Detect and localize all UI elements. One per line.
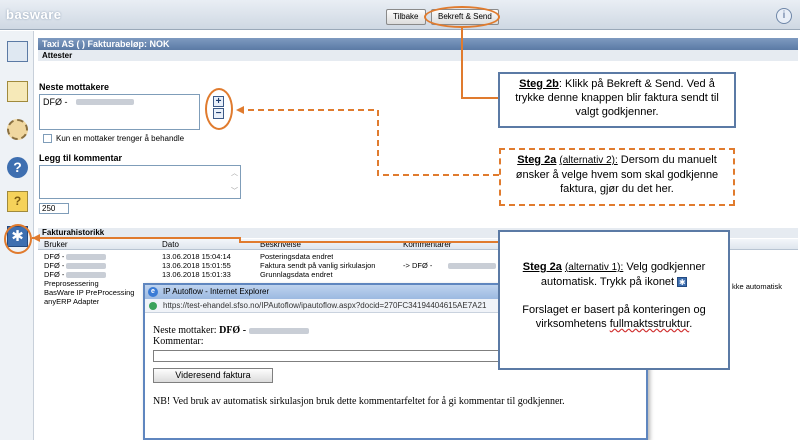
document-list-icon[interactable]	[7, 41, 28, 62]
row-date: 13.06.2018 15:04:14	[162, 252, 231, 261]
row-date: 13.06.2018 15:01:33	[162, 270, 231, 279]
popup-comment-input[interactable]	[153, 350, 513, 362]
help-icon[interactable]: ?	[7, 157, 28, 178]
popup-body: Neste mottaker: DFØ - Kommentar:	[153, 325, 309, 347]
table-row: anyERP Adapter	[38, 297, 798, 306]
next-recipient-value: DFØ -	[219, 325, 247, 336]
highlight-confirm-button	[424, 6, 500, 28]
redacted-name	[66, 272, 106, 278]
callout-step-2b: Steg 2b: Klikk på Bekreft & Send. Ved å …	[498, 72, 736, 128]
highlight-auto-icon	[4, 224, 32, 254]
col-comments[interactable]: Kommentarer	[403, 240, 452, 249]
comment-textarea[interactable]: ︿ ﹀	[39, 165, 241, 199]
table-row: DFØ - 13.06.2018 15:01:33 Grunnlagsdata …	[38, 270, 798, 279]
row-user: DFØ -	[44, 252, 65, 261]
step-2a1-link: fullmaktsstruktur	[609, 318, 690, 330]
truncated-cell-text: kke automatisk	[732, 282, 783, 291]
row-desc: Posteringsdata endret	[260, 252, 334, 261]
app-logo: basware	[6, 7, 62, 22]
next-recipient-label: Neste mottaker:	[153, 325, 217, 336]
col-date[interactable]: Dato	[162, 240, 179, 249]
scroll-up-icon[interactable]: ︿	[231, 170, 238, 177]
invoice-header: Taxi AS ( ) Fakturabeløp: NOK	[38, 38, 798, 50]
connector-2a-alt2	[236, 109, 499, 176]
step-2b-title: Steg 2b	[519, 78, 559, 90]
comment-title: Legg til kommentar	[39, 153, 123, 163]
row-user: DFØ -	[44, 261, 65, 270]
step-2a1-text2: Forslaget er basert på konteringen og vi…	[522, 304, 706, 330]
scroll-down-icon[interactable]: ﹀	[231, 188, 238, 195]
step-2a1-end: .	[689, 318, 693, 330]
row-user: BasWare IP PreProcessing	[44, 288, 135, 297]
invoice-folder-icon[interactable]	[7, 81, 28, 102]
row-comment: -> DFØ -	[403, 261, 433, 270]
single-recipient-checkbox[interactable]	[43, 134, 52, 143]
step-2a2-subtitle: (alternativ 2):	[559, 155, 618, 166]
char-counter: 250	[39, 203, 69, 214]
row-desc: Faktura sendt på vanlig sirkulasjon	[260, 261, 376, 270]
col-user[interactable]: Bruker	[44, 240, 68, 249]
key-icon[interactable]: ?	[7, 191, 28, 212]
forward-invoice-button[interactable]: Videresend faktura	[153, 368, 273, 383]
popup-url: https://test-ehandel.sfso.no/IPAutoflow/…	[163, 301, 487, 310]
step-2a1-subtitle: (alternativ 1):	[564, 262, 624, 273]
ie-icon: e	[148, 287, 158, 297]
history-title: Fakturahistorikk	[38, 228, 798, 238]
redacted-name	[66, 263, 106, 269]
row-user: anyERP Adapter	[44, 297, 100, 306]
info-icon[interactable]: i	[776, 8, 792, 24]
col-description[interactable]: Beskrivelse	[260, 240, 301, 249]
popup-comment-label: Kommentar:	[153, 336, 204, 347]
attest-section-title: Attester	[38, 50, 798, 61]
redacted-name	[248, 327, 309, 334]
highlight-recipient-buttons	[205, 88, 233, 130]
history-table-header: Bruker Dato Beskrivelse Kommentarer	[38, 239, 798, 250]
top-toolbar: basware Tilbake Bekreft & Send i	[0, 0, 800, 30]
row-user: DFØ -	[44, 270, 65, 279]
recipients-listbox[interactable]: DFØ -	[39, 94, 200, 130]
step-2a1-text: Velg godkjenner automatisk. Trykk på iko…	[540, 261, 706, 288]
callout-step-2a-alt1: Steg 2a (alternativ 1): Velg godkjenner …	[498, 230, 730, 370]
secure-site-icon	[149, 302, 157, 310]
redacted-name	[76, 99, 134, 105]
step-2a2-title: Steg 2a	[517, 154, 557, 166]
step-2a2-text: Dersom du manuelt ønsker å velge hvem so…	[515, 154, 719, 195]
recipients-title: Neste mottakere	[39, 82, 110, 92]
single-recipient-label: Kun en mottaker trenger å behandle	[56, 134, 185, 143]
popup-note: NB! Ved bruk av automatisk sirkulasjon b…	[153, 396, 565, 407]
inline-star-icon: ✱	[677, 277, 688, 288]
table-row: Preprosessering	[38, 279, 798, 288]
redacted-name	[66, 254, 106, 260]
row-date: 13.06.2018 15:01:55	[162, 261, 231, 270]
back-button[interactable]: Tilbake	[386, 9, 426, 25]
row-desc: Grunnlagsdata endret	[260, 270, 333, 279]
step-2b-text: : Klikk på Bekreft & Send. Ved å trykke …	[515, 78, 719, 118]
settings-gear-icon[interactable]	[7, 119, 28, 140]
table-row: DFØ - 13.06.2018 15:04:14 Posteringsdata…	[38, 252, 798, 261]
step-2a1-title: Steg 2a	[522, 261, 562, 273]
recipient-entry[interactable]: DFØ -	[43, 97, 68, 107]
redacted-name	[448, 263, 496, 269]
row-user: Preprosessering	[44, 279, 99, 288]
table-row: BasWare IP PreProcessing	[38, 288, 798, 297]
table-row: DFØ - 13.06.2018 15:01:55 Faktura sendt …	[38, 261, 798, 270]
popup-title: IP Autoflow - Internet Explorer	[163, 287, 270, 296]
callout-step-2a-alt2: Steg 2a (alternativ 2): Dersom du manuel…	[499, 148, 735, 206]
arrowhead-2a-alt2	[236, 106, 244, 114]
